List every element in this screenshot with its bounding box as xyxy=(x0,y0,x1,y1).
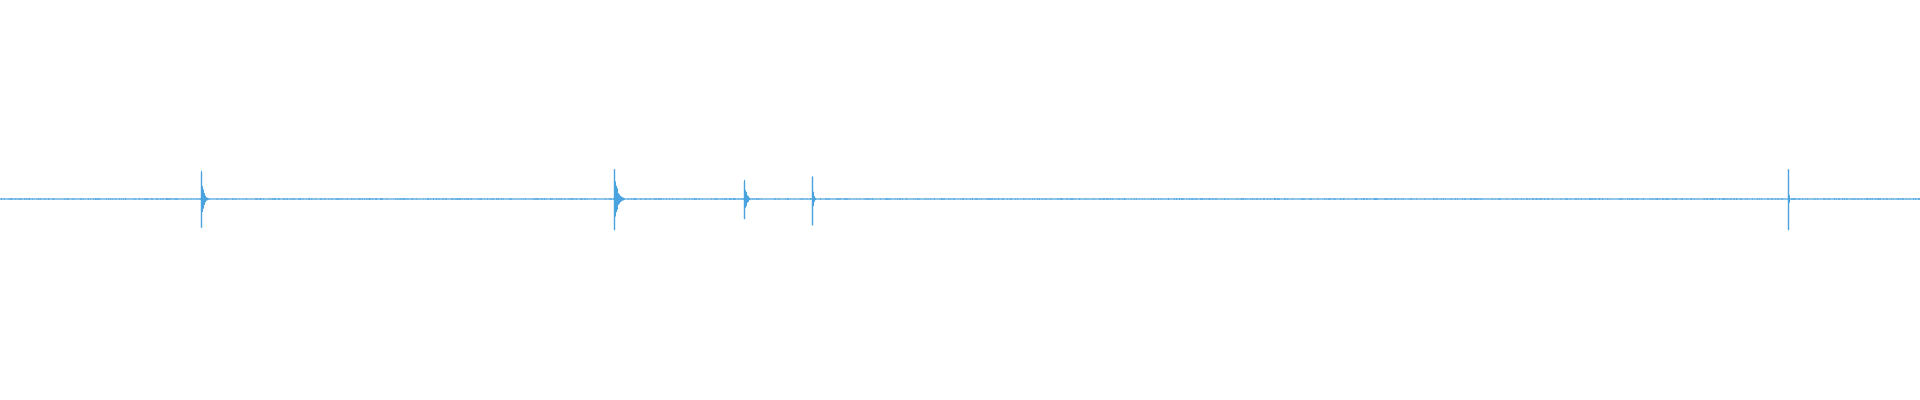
waveform-transients xyxy=(200,169,1790,231)
